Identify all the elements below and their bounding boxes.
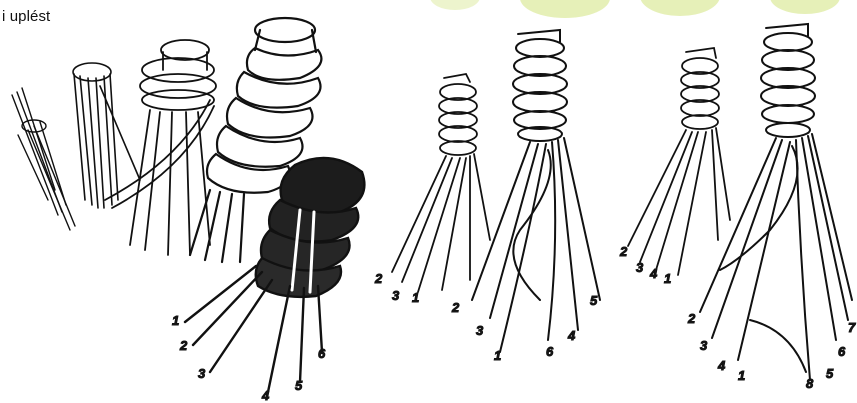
strand-label: 1 (172, 313, 179, 328)
strand-label: 4 (567, 328, 576, 343)
strand-label: 2 (619, 244, 628, 259)
strand-label: 3 (392, 288, 400, 303)
strand-label: 5 (295, 378, 303, 393)
strand-label: 4 (649, 266, 658, 281)
strand-label: 6 (318, 346, 326, 361)
strand-label: 8 (806, 376, 814, 391)
strand-label: 1 (738, 368, 745, 383)
strand-label: 1 (412, 290, 419, 305)
strand-label: 5 (826, 366, 834, 381)
strand-label: 7 (848, 320, 856, 335)
strand-label: 3 (198, 366, 206, 381)
strand-bundle-thin (12, 88, 75, 230)
strand-label: 2 (687, 311, 696, 326)
strand-label: 6 (546, 344, 554, 359)
strand-label: 4 (717, 358, 726, 373)
whipped-strand-figure-5-right (472, 30, 600, 352)
strand-label: 2 (451, 300, 460, 315)
strand-label: 1 (494, 348, 501, 363)
whipped-strand-figure-6-right (700, 24, 852, 380)
strand-label: 2 (179, 338, 188, 353)
strand-labels-figure-5-left: 2 3 1 (374, 271, 419, 305)
whipped-strand-figure-6-left (628, 48, 730, 275)
strand-label: 5 (590, 293, 598, 308)
strand-label: 3 (636, 260, 644, 275)
strand-labels-figure-6-right: 2 3 4 1 8 5 6 7 (687, 311, 856, 391)
strand-label: 3 (700, 338, 708, 353)
strand-label: 3 (476, 323, 484, 338)
strand-label: 1 (664, 271, 671, 286)
strand-label: 4 (261, 388, 270, 403)
whipped-strand-figure-5-left (392, 74, 490, 292)
strand-label: 2 (374, 271, 383, 286)
strand-label: 6 (838, 344, 846, 359)
whipped-end-figure-4 (185, 158, 364, 392)
